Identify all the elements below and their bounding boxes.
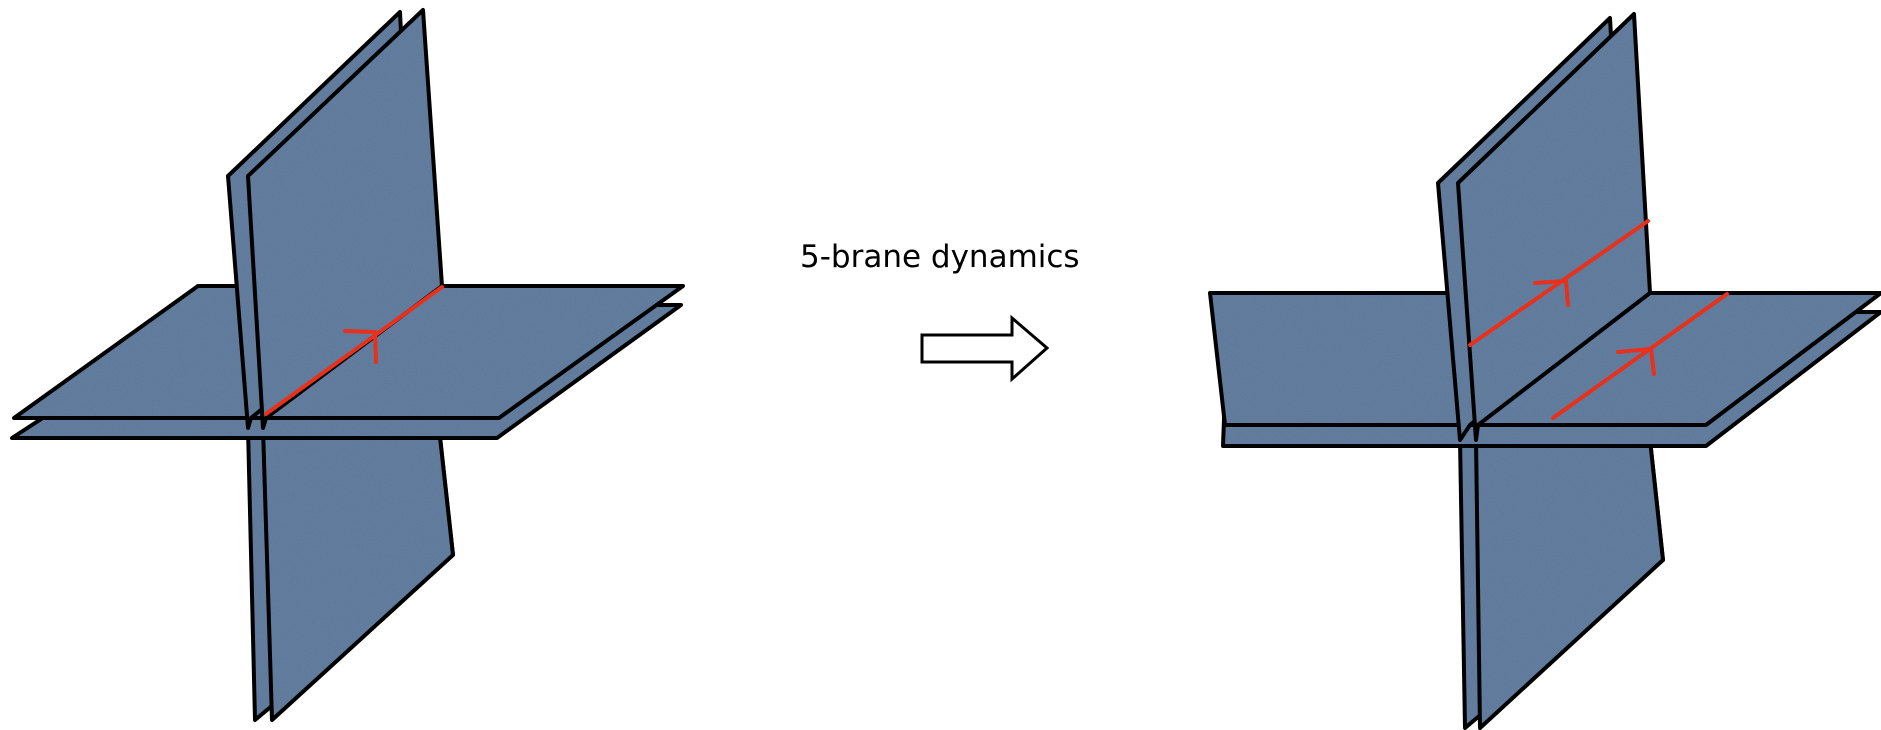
left-configuration	[10, 8, 685, 722]
right-vertical-brane-front-upper	[1456, 12, 1652, 442]
right-configuration	[1208, 12, 1881, 730]
right-string-horizontal-orientation-arrow	[1616, 347, 1656, 376]
left-string-line	[264, 285, 444, 416]
left-vertical-brane-front-lower	[261, 426, 455, 722]
right-string-vertical	[1468, 219, 1650, 347]
left-string-orientation-arrow	[343, 329, 378, 364]
caption-label: 5-brane dynamics	[800, 239, 1080, 275]
transition: 5-brane dynamics	[800, 239, 1080, 383]
right-string-vertical-orientation-arrow	[1533, 279, 1570, 307]
left-string	[264, 285, 444, 416]
right-arrow-icon	[920, 314, 1050, 383]
right-string-horizontal-line	[1551, 292, 1729, 420]
right-vertical-brane-front-lower	[1474, 438, 1665, 730]
right-string-horizontal	[1551, 292, 1729, 420]
